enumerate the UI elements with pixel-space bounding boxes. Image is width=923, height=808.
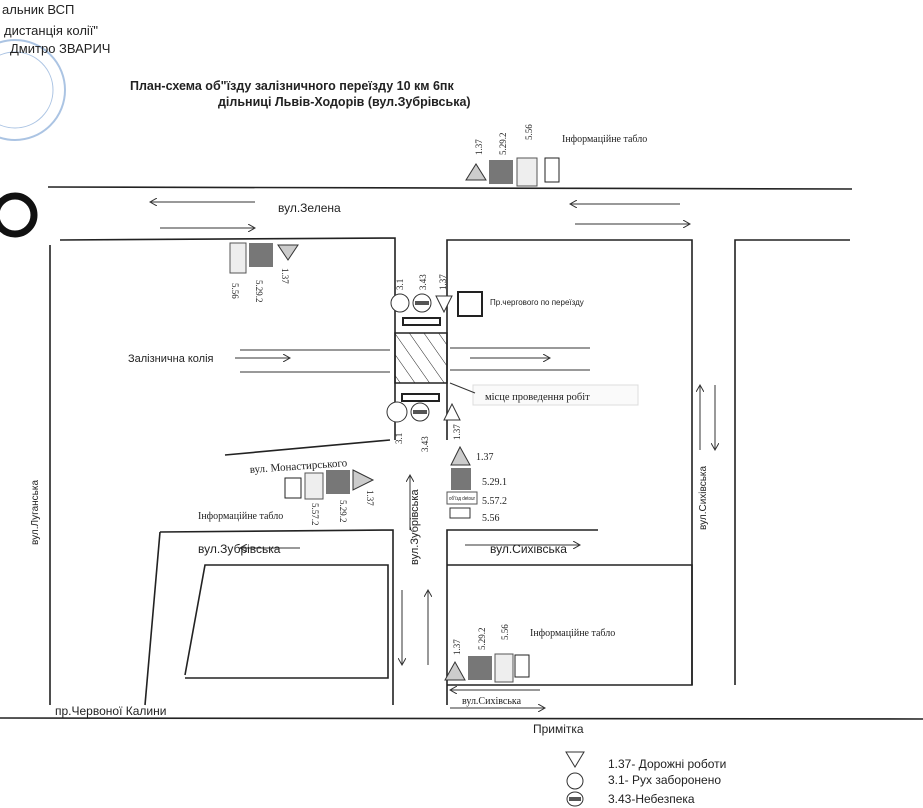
street-zubrivska: вул.Зубрівська [198,542,281,556]
svg-text:5.29.2: 5.29.2 [477,628,487,651]
street-sykhivska-vertical: вул.Сихівська [698,465,709,530]
detour-plate [446,491,478,505]
legend-item: 3.43-Небезпека [608,792,695,806]
signs-top-left: 5.56 5.29.2 1.37 [229,242,299,303]
svg-text:1.37: 1.37 [452,424,462,440]
info-board-icon [284,477,302,499]
legend: Примітка 1.37- Дорожні роботи 3.1- Рух з… [533,722,726,807]
legend-item: 3.1- Рух заборонено [608,773,721,787]
svg-text:1.37: 1.37 [476,452,494,463]
detour-plate-label: обʼїзд detour [449,496,475,502]
svg-text:1.37: 1.37 [438,274,448,290]
street-sykhivska: вул.Сихівська [490,542,567,556]
info-board-icon [544,157,560,183]
title-line1: План-схема об"їзду залізничного переїзду… [130,79,454,93]
signs-bottom: 1.37 5.29.2 5.56 [444,624,514,683]
road-lines [0,186,923,720]
svg-text:1.37: 1.37 [365,490,375,506]
street-zubrivska-vertical: вул.Зубрівська [409,489,421,565]
street-zelena: вул.Зелена [278,201,341,215]
railway-label: Залізнична колія [128,353,214,365]
signs-north: 3.1 3.43 1.37 [390,274,453,326]
no-entry-sign-icon [566,772,584,790]
info-board-label: Інформаційне табло [530,628,615,639]
svg-text:5.56: 5.56 [482,513,500,524]
work-site-label: місце проведення робіт [485,392,590,403]
stamp [0,39,66,141]
street-luhanska: вул.Луганська [30,480,41,545]
work-site-pointer [449,382,476,394]
svg-text:3.43: 3.43 [420,436,430,452]
svg-text:1.37: 1.37 [280,268,290,284]
duty-officer-label: Пр.чергового по переїзду [490,298,584,307]
svg-text:5.29.2: 5.29.2 [498,133,508,156]
signs-monastyrskoho: 5.57.2 5.29.2 1.37 [304,469,375,526]
title-line2: дільниці Львів-Ходорів (вул.Зубрівська) [218,95,471,109]
street-sykhivska-bottom: вул.Сихівська [462,696,522,707]
legend-item: 1.37- Дорожні роботи [608,757,726,771]
svg-text:3.1: 3.1 [395,279,405,290]
signs-top-right: 1.37 5.29.2 5.56 [465,124,538,187]
info-board-icon [514,654,530,678]
traffic-arrows [150,202,715,708]
signs-south: 3.1 3.43 1.37 обʼїзд detour 1.37 5.29.1 … [386,393,507,524]
svg-text:1.37: 1.37 [452,639,462,655]
svg-text:5.56: 5.56 [500,624,510,640]
svg-text:5.57.2: 5.57.2 [310,503,320,526]
duty-officer-booth-icon [457,291,483,317]
road-works-sign-icon [565,751,585,768]
info-board-label: Інформаційне табло [198,511,283,522]
svg-text:5.29.2: 5.29.2 [254,280,264,303]
svg-text:5.29.1: 5.29.1 [482,477,507,488]
info-board-label: Інформаційне табло [562,134,647,145]
svg-text:5.56: 5.56 [230,283,240,299]
road-works-sign-icon [435,295,453,314]
svg-text:3.1: 3.1 [394,433,404,444]
header-line2: дистанція колії" [4,23,98,38]
avenue-chervonoi-kalyny: пр.Червоної Калини [55,704,166,718]
header-line1: альник ВСП [2,2,74,17]
binder-hole [0,192,38,238]
svg-text:5.57.2: 5.57.2 [482,496,507,507]
work-site-box [472,384,639,406]
legend-title: Примітка [533,722,584,736]
header-line3: Дмитро ЗВАРИЧ [10,41,110,56]
svg-text:3.43: 3.43 [418,274,428,290]
svg-text:1.37: 1.37 [474,139,484,155]
svg-text:5.56: 5.56 [524,124,534,140]
svg-text:5.29.2: 5.29.2 [338,500,348,523]
